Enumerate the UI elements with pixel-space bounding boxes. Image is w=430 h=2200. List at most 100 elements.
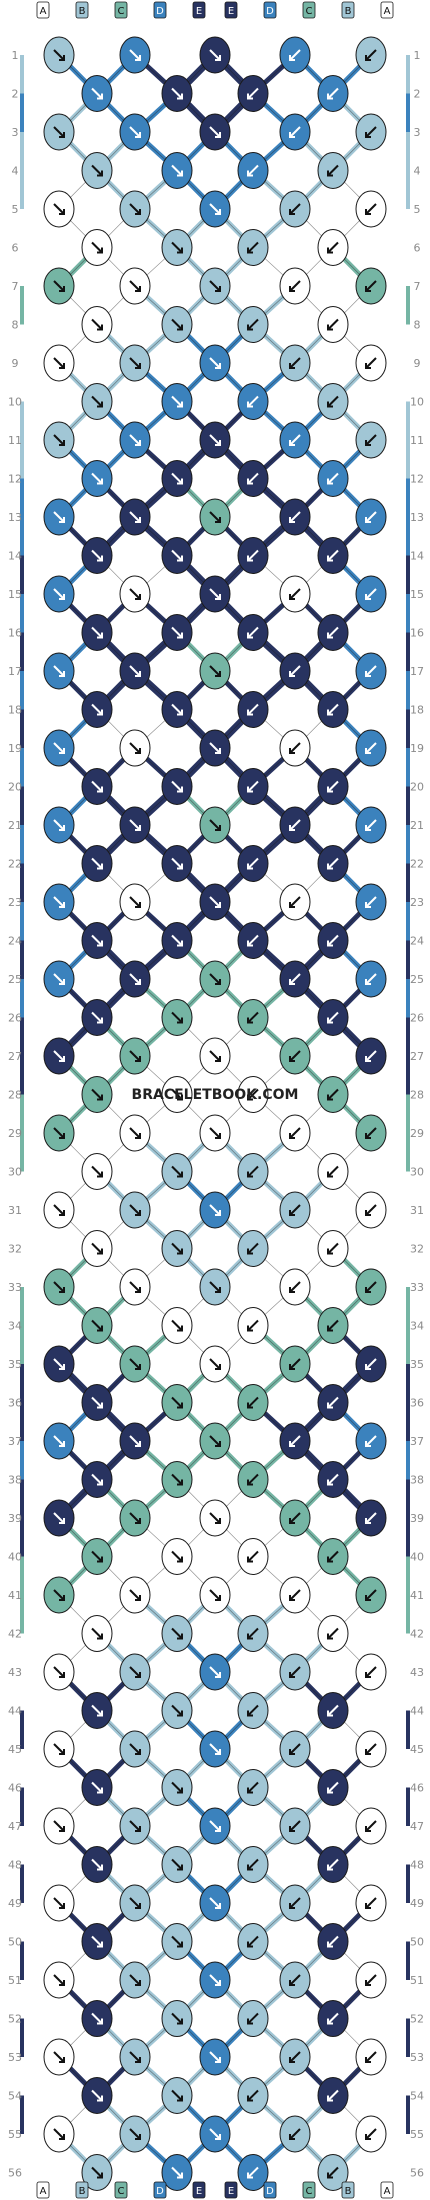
knot-arrow-head-icon	[327, 1017, 333, 1024]
row-number-left: 7	[12, 280, 19, 293]
knot-arrow-icon	[247, 395, 259, 408]
row-number-left: 5	[12, 203, 19, 216]
knot-arrow-head-icon	[135, 517, 141, 523]
knot-arrow-head-icon	[215, 286, 221, 292]
string-letter-top: E	[196, 6, 202, 17]
knot-arrow-head-icon	[289, 1364, 295, 1370]
row-number-right: 15	[410, 588, 424, 601]
string-badge-top	[192, 1, 206, 19]
knot-arrow-head-icon	[97, 2018, 103, 2025]
knot-arrow-icon	[129, 1512, 141, 1524]
knot-arrow-head-icon	[365, 2134, 371, 2140]
knot-arrow-head-icon	[327, 1941, 333, 1948]
knot-arrow-icon	[91, 626, 103, 639]
knot-arrow-head-icon	[135, 1364, 141, 1370]
knot-arrow-icon	[209, 742, 221, 754]
knot-arrow-head-icon	[327, 1787, 333, 1794]
string-badge-bottom	[153, 2181, 167, 2199]
knot-arrow-icon	[91, 703, 103, 716]
knot-arrow-icon	[91, 857, 103, 870]
knot-arrow-head-icon	[327, 2018, 333, 2025]
row-number-right: 55	[410, 2128, 424, 2141]
knot-arrow-icon	[289, 1050, 301, 1062]
knot-arrow-icon	[129, 511, 141, 523]
string-badge-bottom	[114, 2181, 128, 2199]
knot-arrow-icon	[247, 703, 259, 716]
knot-arrow-head-icon	[289, 1133, 295, 1139]
row-number-right: 28	[410, 1089, 424, 1102]
knot-arrow-icon	[365, 1512, 377, 1524]
knot-arrow-icon	[171, 2012, 183, 2025]
row-number-right: 30	[410, 1166, 424, 1179]
knot-arrow-head-icon	[327, 478, 333, 485]
knot-arrow-icon	[365, 896, 377, 908]
knot-arrow-icon	[289, 1358, 301, 1370]
knot-arrow-head-icon	[59, 1903, 65, 1909]
row-number-right: 52	[410, 2013, 424, 2026]
knot-arrow-head-icon	[135, 1672, 141, 1678]
row-number-right: 56	[410, 2167, 424, 2180]
knot-arrow-head-icon	[365, 1056, 371, 1062]
knot-arrow-icon	[289, 511, 301, 523]
knot-arrow-head-icon	[289, 671, 295, 677]
row-number-right: 7	[414, 280, 421, 293]
knot-arrow-icon	[53, 1358, 65, 1370]
knot-arrow-head-icon	[177, 555, 183, 562]
knot-arrow-head-icon	[365, 902, 371, 908]
knot-arrow-head-icon	[97, 940, 103, 947]
knot-arrow-icon	[247, 1088, 259, 1101]
knot-arrow-head-icon	[247, 940, 253, 947]
knot-arrow-icon	[53, 1204, 65, 1216]
knot-arrow-head-icon	[327, 1171, 333, 1178]
knot-arrow-icon	[327, 2012, 339, 2025]
knot-arrow-head-icon	[289, 1441, 295, 1447]
knot-arrow-icon	[365, 2051, 377, 2063]
knot-arrow-head-icon	[59, 209, 65, 215]
knot-arrow-icon	[129, 434, 141, 446]
string-badge-top	[224, 1, 238, 19]
string-letter-bottom: C	[118, 2186, 125, 2197]
knot-arrow-head-icon	[247, 1325, 253, 1332]
row-number-left: 8	[12, 319, 19, 332]
knot-arrow-icon	[247, 626, 259, 639]
knot-arrow-head-icon	[135, 1133, 141, 1139]
knot-arrow-head-icon	[59, 594, 65, 600]
knot-arrow-icon	[91, 934, 103, 947]
knot-arrow-icon	[327, 1011, 339, 1024]
knot-arrow-icon	[171, 87, 183, 100]
knot-arrow-head-icon	[365, 979, 371, 985]
knot-arrow-icon	[209, 357, 221, 369]
knot-arrow-icon	[209, 1204, 221, 1216]
knot-arrow-icon	[53, 203, 65, 215]
knot-arrow-head-icon	[135, 286, 141, 292]
knot-arrow-icon	[53, 1281, 65, 1293]
knot-arrow-icon	[53, 434, 65, 446]
knot-arrow-icon	[171, 1011, 183, 1024]
knot-arrow-icon	[129, 1358, 141, 1370]
string-letter-bottom: D	[266, 2186, 274, 2197]
knot-arrow-icon	[247, 1858, 259, 1871]
string-badge-top	[75, 1, 89, 19]
knot-arrow-head-icon	[365, 825, 371, 831]
row-number-left: 15	[8, 588, 22, 601]
knot-arrow-icon	[53, 1666, 65, 1678]
knot-arrow-icon	[171, 1088, 183, 1101]
knot-arrow-icon	[247, 164, 259, 177]
knot-arrow-head-icon	[289, 748, 295, 754]
knot-arrow-icon	[171, 2166, 183, 2179]
knot-arrow-head-icon	[177, 709, 183, 716]
knot-arrow-icon	[91, 1935, 103, 1948]
knot-arrow-head-icon	[59, 1210, 65, 1216]
knot-arrow-head-icon	[327, 940, 333, 947]
row-number-right: 53	[410, 2051, 424, 2064]
knot-arrow-head-icon	[289, 1287, 295, 1293]
knot-arrow-icon	[129, 665, 141, 677]
row-number-right: 11	[410, 434, 424, 447]
knot-arrow-icon	[171, 1550, 183, 1563]
row-number-left: 19	[8, 742, 22, 755]
row-number-left: 1	[12, 49, 19, 62]
knot-arrow-icon	[247, 934, 259, 947]
row-number-right: 3	[414, 126, 421, 139]
knot-arrow-icon	[247, 2012, 259, 2025]
